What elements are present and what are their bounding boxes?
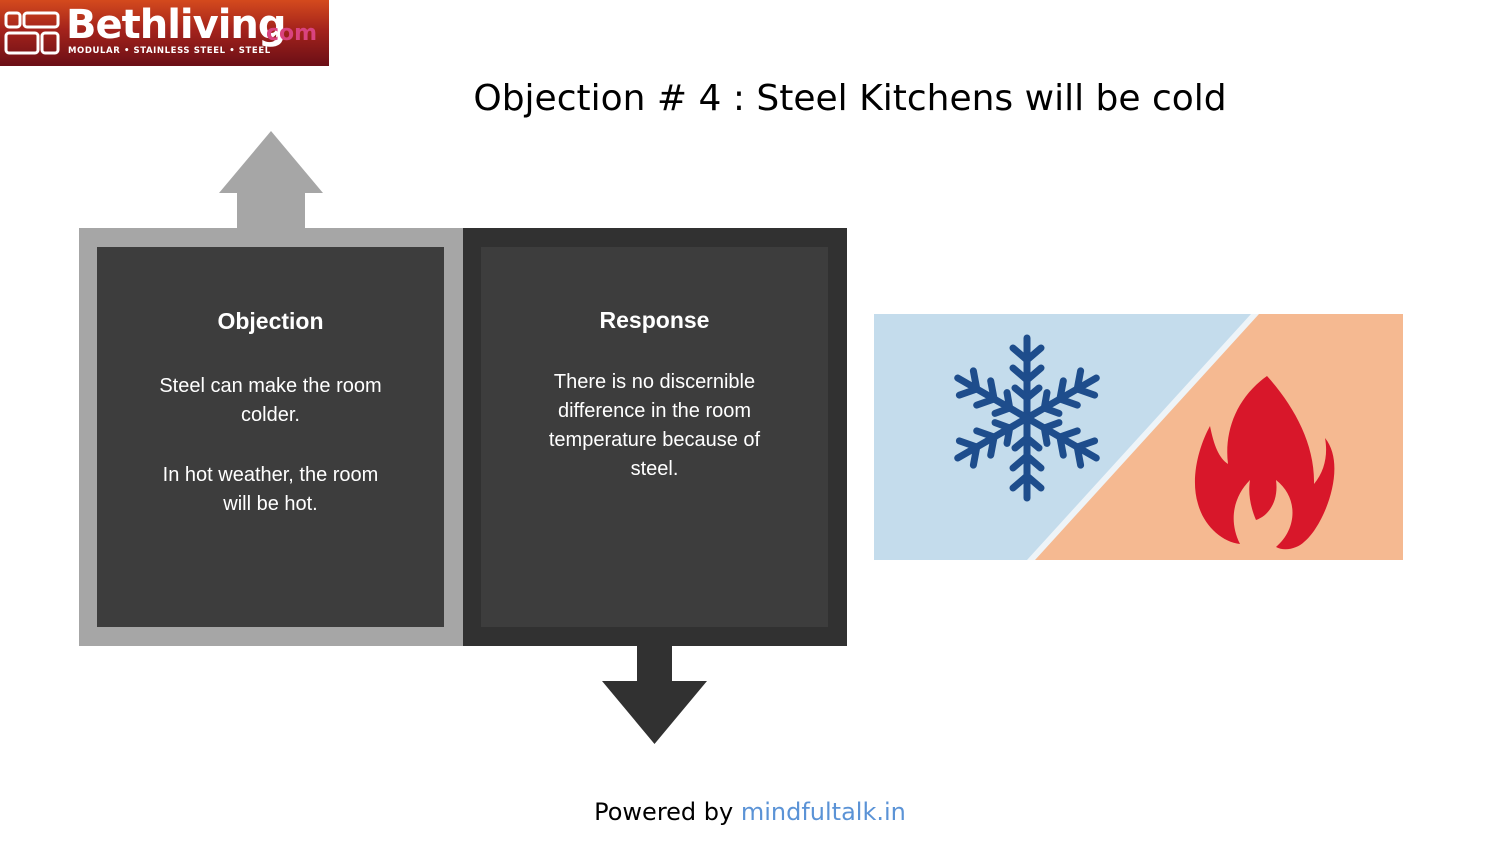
down-arrow-shape — [602, 645, 707, 744]
flame-icon — [1194, 376, 1335, 550]
footer-link[interactable]: mindfultalk.in — [740, 798, 906, 826]
snowflake-icon — [954, 334, 1100, 502]
logo-suffix: com — [266, 21, 318, 46]
objection-paragraph: In hot weather, the room will be hot. — [162, 464, 379, 515]
logo-name: Bethliving — [66, 2, 287, 48]
response-heading: Response — [599, 307, 710, 333]
logo-tagline: MODULAR • STAINLESS STEEL • STEEL — [68, 46, 271, 56]
objection-text: Steel can make the room colder. In hot w… — [147, 372, 394, 519]
up-arrow-shape — [219, 131, 323, 229]
response-text: There is no discernible difference in th… — [533, 368, 776, 484]
logo: Bethliving com MODULAR • STAINLESS STEEL… — [0, 0, 329, 66]
up-arrow-icon — [219, 131, 323, 229]
objection-card: Objection Steel can make the room colder… — [97, 247, 444, 627]
down-arrow-icon — [602, 645, 707, 744]
objection-heading: Objection — [217, 308, 324, 334]
footer-prefix: Powered by — [594, 798, 741, 826]
page-title: Objection # 4 : Steel Kitchens will be c… — [473, 78, 1227, 119]
response-panel: Response There is no discernible differe… — [463, 228, 847, 646]
response-paragraph: There is no discernible difference in th… — [548, 371, 761, 480]
cold-hot-illustration — [874, 314, 1403, 560]
objection-panel: Objection Steel can make the room colder… — [79, 228, 463, 646]
objection-paragraph: Steel can make the room colder. — [159, 375, 382, 426]
response-card: Response There is no discernible differe… — [481, 247, 828, 627]
footer: Powered by mindfultalk.in — [450, 796, 1050, 828]
cold-hot-image — [874, 314, 1403, 560]
logo-mark-icon — [4, 11, 60, 55]
